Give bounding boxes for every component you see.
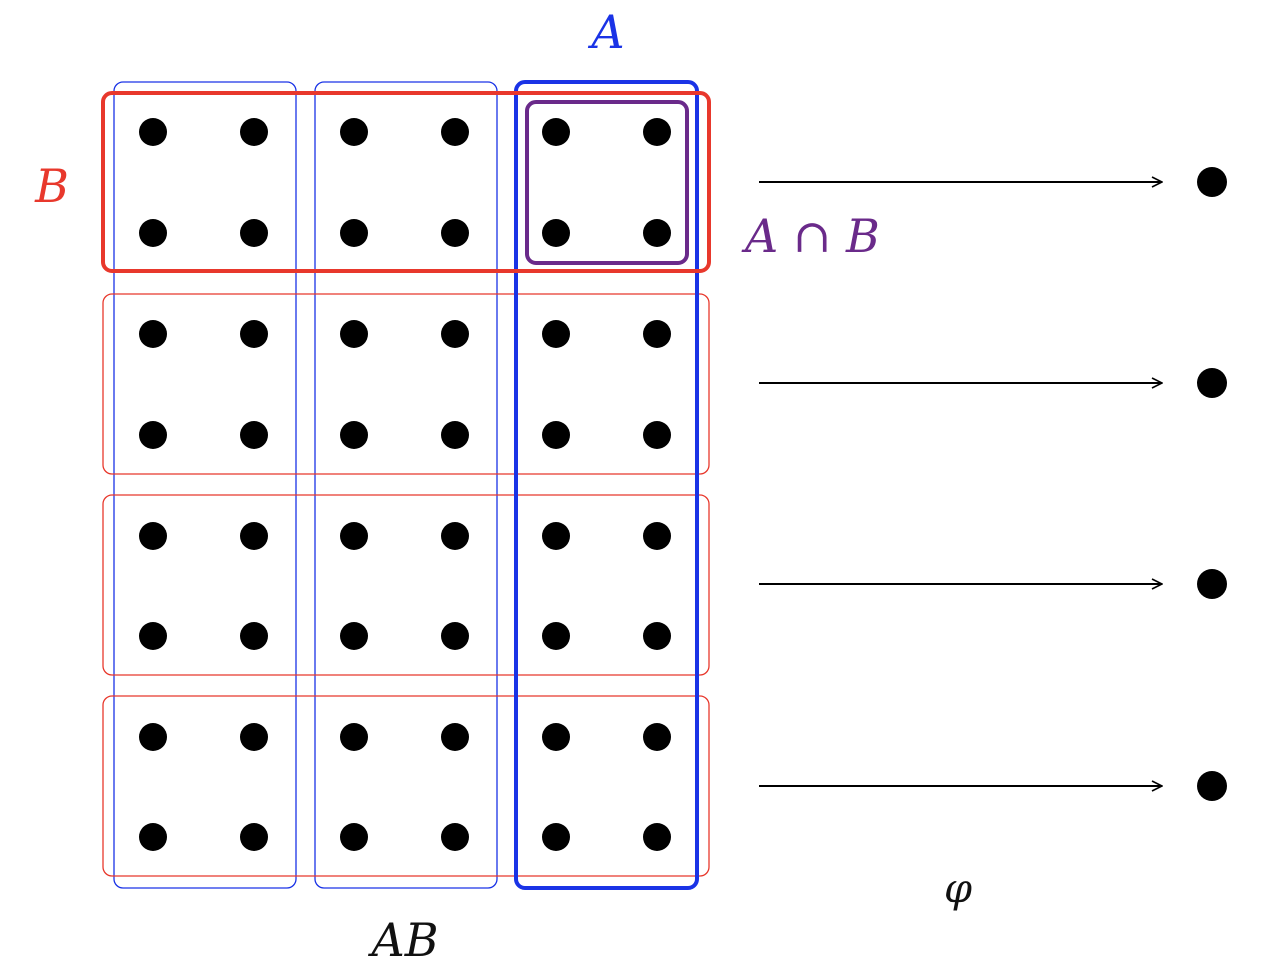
group-element-dot [340, 320, 368, 348]
map-arrows [759, 182, 1162, 786]
group-element-dot [542, 219, 570, 247]
column-coset-box [113, 81, 297, 889]
group-element-dot [643, 421, 671, 449]
group-element-dot [643, 823, 671, 851]
intersection-box [525, 100, 689, 265]
group-element-dot [240, 320, 268, 348]
group-element-dot [340, 522, 368, 550]
group-element-dot [441, 320, 469, 348]
group-elements [139, 118, 671, 851]
group-element-dot [240, 622, 268, 650]
row-coset-box [102, 293, 710, 475]
group-element-dot [139, 320, 167, 348]
group-element-dot [340, 622, 368, 650]
subgroup-a-box [514, 80, 699, 890]
group-element-dot [441, 219, 469, 247]
group-element-dot [240, 118, 268, 146]
group-element-dot [340, 118, 368, 146]
label-a: A [587, 5, 624, 59]
group-element-dot [139, 823, 167, 851]
group-element-dot [340, 219, 368, 247]
group-element-dot [643, 522, 671, 550]
row-coset-box [102, 494, 710, 676]
image-dot [1197, 569, 1227, 599]
group-element-dot [542, 723, 570, 751]
label-intersection: A ∩ B [741, 209, 880, 263]
group-element-dot [340, 823, 368, 851]
group-element-dot [542, 823, 570, 851]
group-element-dot [643, 723, 671, 751]
group-element-dot [139, 622, 167, 650]
group-element-dot [139, 219, 167, 247]
image-dot [1197, 771, 1227, 801]
group-element-dot [340, 421, 368, 449]
subgroup-b-box [101, 91, 711, 273]
column-coset-box [314, 81, 498, 889]
group-element-dot [643, 219, 671, 247]
image-dot [1197, 368, 1227, 398]
group-element-dot [340, 723, 368, 751]
group-element-dot [643, 622, 671, 650]
group-element-dot [240, 522, 268, 550]
group-element-dot [441, 723, 469, 751]
label-map: φ [944, 866, 972, 912]
group-element-dot [240, 421, 268, 449]
group-element-dot [643, 320, 671, 348]
group-element-dot [542, 522, 570, 550]
group-element-dot [441, 421, 469, 449]
group-element-dot [240, 723, 268, 751]
group-element-dot [441, 622, 469, 650]
group-element-dot [240, 823, 268, 851]
group-element-dot [240, 219, 268, 247]
image-elements [1197, 167, 1227, 801]
group-element-dot [542, 622, 570, 650]
label-product: AB [367, 913, 438, 967]
group-element-dot [441, 118, 469, 146]
group-element-dot [139, 118, 167, 146]
image-dot [1197, 167, 1227, 197]
group-element-dot [441, 522, 469, 550]
group-element-dot [542, 118, 570, 146]
row-cosets [102, 293, 710, 877]
label-b: B [34, 159, 69, 213]
group-element-dot [542, 320, 570, 348]
group-element-dot [441, 823, 469, 851]
group-element-dot [139, 723, 167, 751]
group-element-dot [139, 421, 167, 449]
group-element-dot [643, 118, 671, 146]
group-element-dot [542, 421, 570, 449]
group-element-dot [139, 522, 167, 550]
row-coset-box [102, 695, 710, 877]
column-cosets [113, 81, 498, 889]
